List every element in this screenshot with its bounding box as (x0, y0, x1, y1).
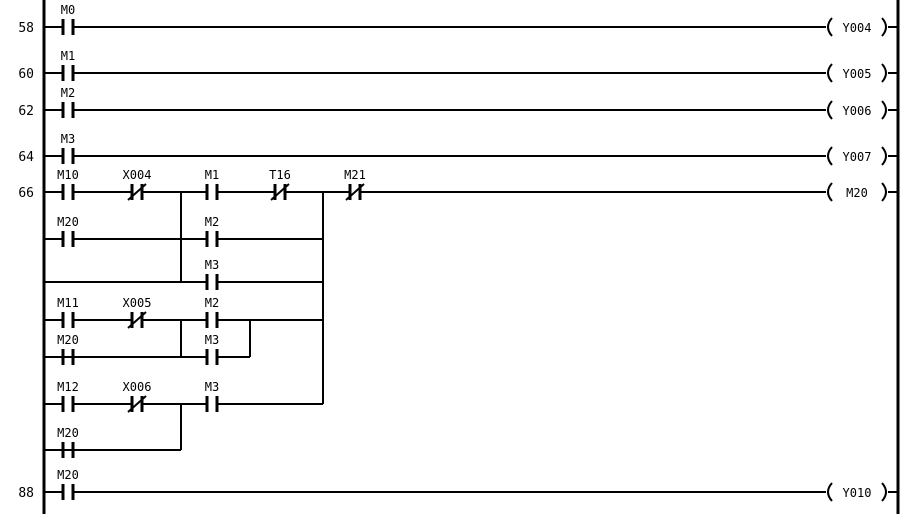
coil-arc-right (881, 63, 887, 83)
contact-nc-slash (127, 311, 147, 329)
contact-label: M11 (57, 296, 79, 310)
rung-number-60: 60 (18, 67, 34, 82)
contact-label: M20 (57, 468, 79, 482)
contact-m20-no[interactable]: M20 (46, 215, 90, 247)
coil-label: Y007 (843, 150, 872, 164)
contact-label: X005 (123, 296, 152, 310)
coil-arc-right (881, 482, 887, 502)
contact-label: M10 (57, 168, 79, 182)
coil-label: Y010 (843, 486, 872, 500)
contact-t16-nc[interactable]: T16 (258, 168, 302, 201)
contact-m0-no[interactable]: M0 (46, 3, 90, 35)
contact-label: M3 (205, 380, 219, 394)
contact-x004-nc[interactable]: X004 (115, 168, 159, 201)
coil-arc-left (827, 182, 833, 202)
rung-number-64: 64 (18, 150, 34, 165)
contact-label: X004 (123, 168, 152, 182)
contact-m2-no[interactable]: M2 (46, 86, 90, 118)
contact-label: M1 (205, 168, 219, 182)
contact-m20-no[interactable]: M20 (46, 468, 90, 500)
contact-label: M12 (57, 380, 79, 394)
contact-label: M2 (205, 296, 219, 310)
contact-x006-nc[interactable]: X006 (115, 380, 159, 413)
contact-nc-slash (127, 395, 147, 413)
contact-m11-no[interactable]: M11 (46, 296, 90, 328)
contact-label: M0 (61, 3, 75, 17)
coil-arc-left (827, 482, 833, 502)
contact-m20-no[interactable]: M20 (46, 333, 90, 365)
contact-m21-nc[interactable]: M21 (333, 168, 377, 201)
rung-number-66: 66 (18, 186, 34, 201)
contact-label: M20 (57, 426, 79, 440)
contact-nc-slash (345, 183, 365, 201)
rung-number-62: 62 (18, 104, 34, 119)
contact-m12-no[interactable]: M12 (46, 380, 90, 412)
contact-m3-no[interactable]: M3 (190, 333, 234, 365)
coil-y010[interactable]: Y010 (827, 482, 887, 502)
coil-m20[interactable]: M20 (827, 182, 887, 202)
contact-m2-no[interactable]: M2 (190, 296, 234, 328)
coil-label: Y005 (843, 67, 872, 81)
coil-y005[interactable]: Y005 (827, 63, 887, 83)
contact-label: M2 (205, 215, 219, 229)
coil-y007[interactable]: Y007 (827, 146, 887, 166)
coil-arc-right (881, 100, 887, 120)
coil-label: Y004 (843, 21, 872, 35)
contact-label: M3 (61, 132, 75, 146)
coil-arc-left (827, 17, 833, 37)
contact-label: X006 (123, 380, 152, 394)
contact-m10-no[interactable]: M10 (46, 168, 90, 200)
contact-m3-no[interactable]: M3 (46, 132, 90, 164)
contact-label: M20 (57, 215, 79, 229)
contact-label: M21 (344, 168, 366, 182)
contact-label: M1 (61, 49, 75, 63)
coil-label: Y006 (843, 104, 872, 118)
contact-x005-nc[interactable]: X005 (115, 296, 159, 329)
contact-m1-no[interactable]: M1 (190, 168, 234, 200)
coil-arc-right (881, 182, 887, 202)
contact-label: M3 (205, 258, 219, 272)
coil-arc-left (827, 63, 833, 83)
contact-nc-slash (127, 183, 147, 201)
rung-number-58: 58 (18, 21, 34, 36)
coil-y006[interactable]: Y006 (827, 100, 887, 120)
contact-m2-no[interactable]: M2 (190, 215, 234, 247)
coil-label: M20 (846, 186, 868, 200)
contact-m1-no[interactable]: M1 (46, 49, 90, 81)
coil-y004[interactable]: Y004 (827, 17, 887, 37)
contact-label: M20 (57, 333, 79, 347)
contact-m20-no[interactable]: M20 (46, 426, 90, 458)
coil-arc-left (827, 100, 833, 120)
contact-label: M3 (205, 333, 219, 347)
contact-label: T16 (269, 168, 291, 182)
coil-arc-right (881, 146, 887, 166)
contact-label: M2 (61, 86, 75, 100)
rung-number-88: 88 (18, 486, 34, 501)
coil-arc-right (881, 17, 887, 37)
contact-m3-no[interactable]: M3 (190, 258, 234, 290)
contact-m3-no[interactable]: M3 (190, 380, 234, 412)
contact-nc-slash (270, 183, 290, 201)
coil-arc-left (827, 146, 833, 166)
